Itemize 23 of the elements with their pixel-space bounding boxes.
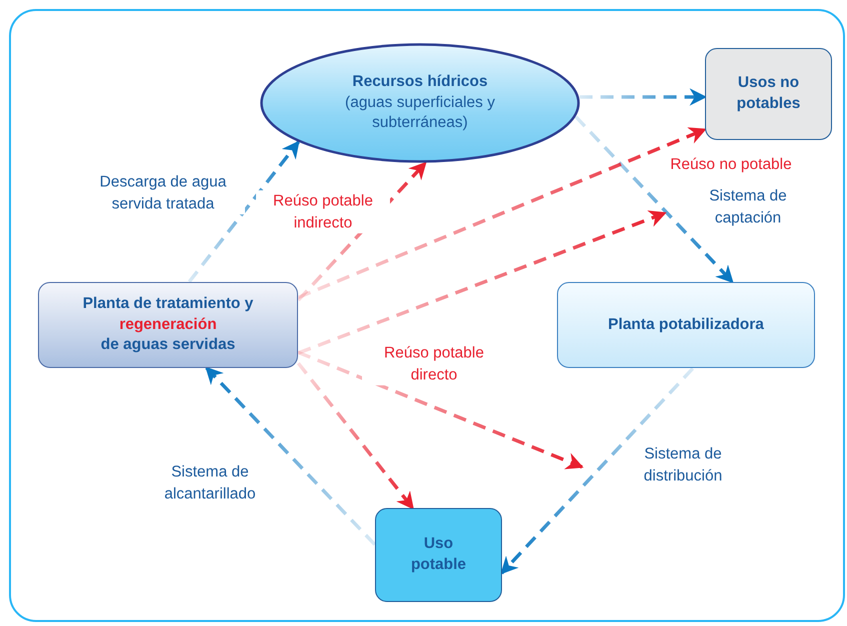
ellipse-node	[260, 43, 580, 163]
dashed-arrow	[574, 116, 734, 284]
dashed-arrow	[296, 362, 414, 510]
node-label: (aguas superficiales y subterráneas)	[344, 92, 496, 134]
dashed-arrow	[205, 366, 376, 546]
rounded-box	[38, 282, 298, 368]
rounded-box	[705, 48, 832, 140]
dashed-arrow	[297, 350, 584, 470]
dashed-arrow	[188, 140, 300, 283]
dashed-arrow	[500, 367, 694, 574]
node-label: Recursos hídricos	[352, 72, 488, 92]
edge-label: Reúso potable indirecto	[256, 190, 390, 234]
rounded-box	[375, 508, 502, 602]
dashed-arrow	[580, 88, 708, 106]
node-label: regeneración	[119, 314, 217, 335]
node-label: Usos no potables	[736, 73, 802, 114]
node-label: Uso potable	[410, 534, 468, 575]
dashed-arrow	[298, 127, 707, 300]
dashed-arrow	[298, 210, 667, 355]
node-label: Planta potabilizadora	[608, 314, 764, 335]
node-label: Planta de tratamiento y	[82, 294, 254, 314]
node-label: de aguas servidas	[100, 335, 236, 356]
rounded-box	[557, 282, 815, 368]
